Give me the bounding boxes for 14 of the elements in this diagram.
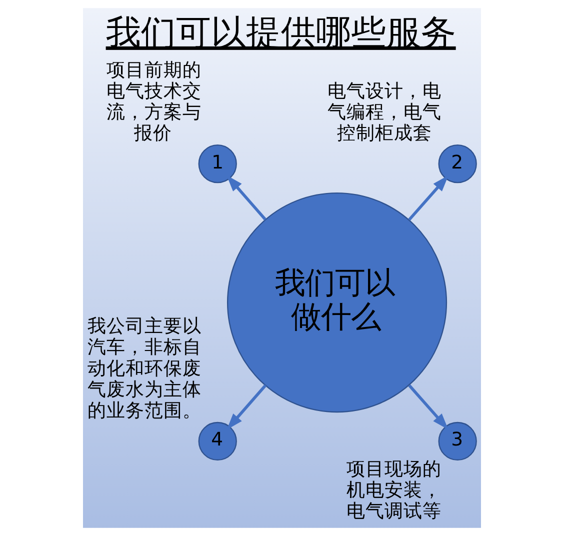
arrow (408, 384, 448, 430)
node-circle: 我们可以做什么 (226, 192, 447, 413)
arrow (408, 175, 448, 221)
node-circle: 1 (198, 144, 236, 184)
arrow (226, 175, 266, 220)
node-circle: 4 (198, 422, 236, 461)
node-label: 项目现场的机电安装，电气调试等 (346, 458, 441, 522)
node-label: 我公司主要以汽车，非标自动化和环保废气废水为主体的业务范围。 (87, 316, 202, 422)
node-label: 项目前期的电气技术交流，方案与报价 (106, 60, 201, 144)
node-circle: 3 (438, 422, 476, 461)
diagram-title: 我们可以提供哪些服务 (105, 12, 456, 54)
node-circle: 2 (438, 144, 476, 184)
node-label: 电气设计，电气编程，电气控制柜成套 (327, 80, 442, 144)
arrow (226, 384, 266, 430)
